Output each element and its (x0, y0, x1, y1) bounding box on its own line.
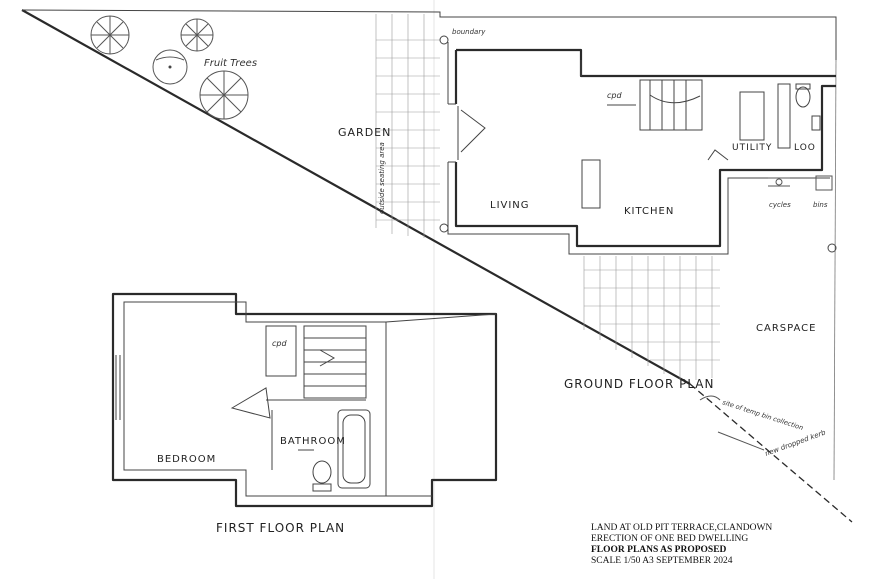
toilet-ground (795, 83, 811, 108)
title-line-2: ERECTION OF ONE BED DWELLING (591, 534, 749, 544)
label-bedroom: BEDROOM (157, 454, 216, 465)
fruit-trees (90, 15, 249, 120)
label-loo: LOO (794, 143, 816, 153)
stairs-first (303, 325, 367, 399)
label-fruit-trees: Fruit Trees (204, 58, 257, 69)
bins-box (815, 175, 833, 191)
stairs-ground (639, 79, 703, 131)
site-boundary (21, 9, 853, 523)
label-cpd-first: cpd (272, 339, 287, 348)
bedroom-window (115, 355, 121, 420)
label-ground-floor-plan: GROUND FLOOR PLAN (564, 377, 714, 391)
patio-paving-grid (375, 14, 440, 238)
toilet-first (312, 460, 332, 492)
front-paving-grid (583, 256, 720, 380)
garden-door (457, 106, 486, 160)
label-new-dropped-kerb: new dropped kerb (764, 428, 827, 458)
bath (337, 409, 371, 489)
title-line-4: SCALE 1/50 A3 SEPTEMBER 2024 (591, 556, 733, 566)
title-line-1: LAND AT OLD PIT TERRACE,CLANDOWN (591, 523, 773, 533)
cycles-area (768, 177, 790, 187)
label-cycles: cycles (769, 201, 791, 209)
label-kitchen: KITCHEN (624, 206, 674, 217)
ground-floor-plan (439, 35, 837, 255)
label-garden: GARDEN (338, 126, 391, 139)
label-bathroom: BATHROOM (280, 436, 346, 447)
label-bins: bins (813, 201, 828, 209)
label-bin-collection: site of temp bin collection (721, 398, 804, 432)
label-first-floor-plan: FIRST FLOOR PLAN (216, 521, 345, 535)
title-block: LAND AT OLD PIT TERRACE,CLANDOWN ERECTIO… (591, 523, 831, 567)
tree-2 (180, 18, 214, 52)
label-cpd-ground: cpd (607, 91, 622, 100)
label-boundary: boundary (452, 28, 486, 36)
label-carspace: CARSPACE (756, 323, 816, 334)
label-utility: UTILITY (732, 143, 772, 153)
title-line-3: FLOOR PLANS AS PROPOSED (591, 545, 727, 555)
first-floor-plan (111, 292, 498, 508)
label-outside-seating: outside seating area (378, 142, 386, 214)
tree-4 (199, 70, 249, 120)
tree-3 (152, 49, 188, 85)
tree-1 (90, 15, 130, 55)
bin-leader (699, 395, 721, 401)
kerb-leader (717, 431, 765, 451)
label-living: LIVING (490, 200, 530, 211)
